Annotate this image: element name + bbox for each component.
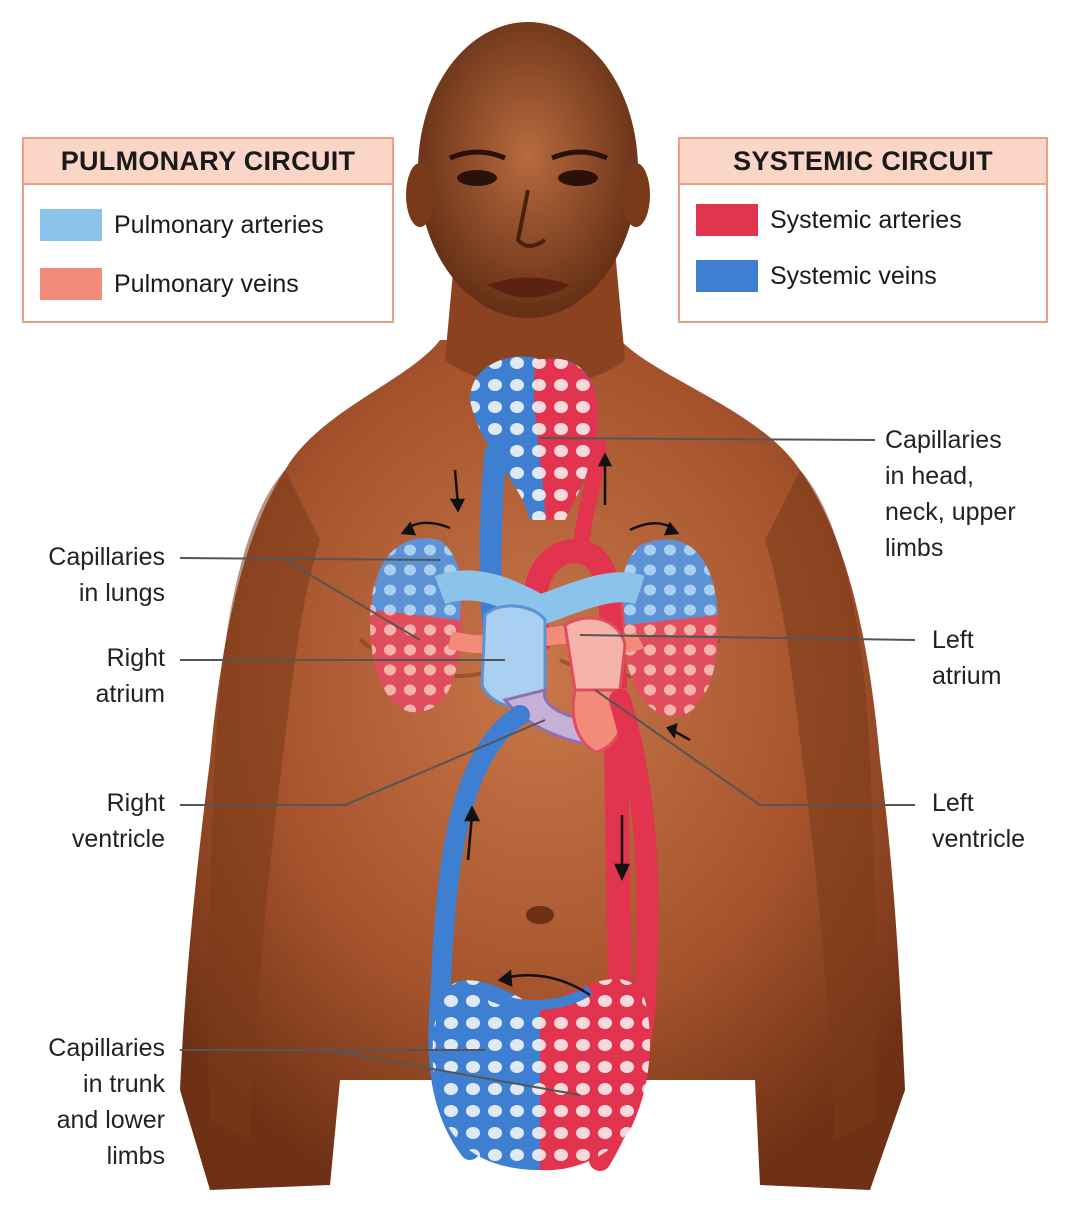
pulmonary-arteries-row: Pulmonary arteries <box>40 208 324 242</box>
label-right-ventricle-line2: ventricle <box>71 825 165 853</box>
right-ear <box>622 163 650 227</box>
mouth <box>488 277 570 298</box>
leader-lines <box>179 437 916 1096</box>
label-right-atrium: Right atrium <box>96 640 165 712</box>
pulmonary-arteries-swatch <box>40 209 102 241</box>
label-capillaries-lungs-line2: in lungs <box>78 579 165 607</box>
label-right-atrium-line2: atrium <box>95 680 165 708</box>
arrow-head-up-tip <box>597 452 613 467</box>
label-right-ventricle: Right ventricle <box>72 785 165 857</box>
systemic-veins-row: Systemic veins <box>696 259 937 293</box>
systemic-veins-swatch <box>696 260 758 292</box>
leader-left-ventricle <box>594 689 915 806</box>
pulmonary-legend-title: PULMONARY CIRCUIT <box>24 139 392 185</box>
left-ear <box>406 163 434 227</box>
torso <box>180 340 905 1190</box>
abdominal-loop <box>477 985 593 1010</box>
arrow-lung-right-tip <box>664 521 680 536</box>
label-left-ventricle: Left ventricle <box>932 785 1025 857</box>
nose <box>515 189 547 248</box>
systemic-veins-label: Systemic veins <box>770 261 937 290</box>
label-capillaries-trunk: Capillaries in trunk and lower limbs <box>48 1030 165 1174</box>
label-right-ventricle-line1: Right <box>106 789 165 817</box>
right-eye <box>558 170 598 186</box>
arrow-lung-left-tip <box>400 521 416 536</box>
flow-arrows <box>400 452 691 997</box>
leader-left-atrium <box>579 634 916 641</box>
ascending-artery <box>572 439 607 556</box>
label-left-atrium-line2: atrium <box>932 662 1002 690</box>
label-capillaries-lungs-line1: Capillaries <box>48 543 165 571</box>
arrow-bottom-loop-tip <box>497 969 513 988</box>
trunk-capillary-bed-venous <box>432 980 540 1170</box>
pulmonary-artery-trunk <box>434 570 645 627</box>
right-eyebrow <box>551 149 609 161</box>
leader-right-ventricle <box>180 719 546 806</box>
label-left-atrium-line1: Left <box>932 626 974 654</box>
left-eyebrow <box>449 149 507 161</box>
label-capillaries-trunk-line3: and lower <box>56 1106 165 1134</box>
label-left-ventricle-line2: ventricle <box>932 825 1026 853</box>
pulmonary-veins-swatch <box>40 268 102 300</box>
systemic-arteries-swatch <box>696 204 758 236</box>
label-capillaries-trunk-line2: in trunk <box>83 1070 165 1098</box>
head <box>418 22 638 318</box>
arrow-aorta-down-tip <box>614 863 630 881</box>
left-lung-arterial <box>622 539 718 625</box>
arrow-lung-return-tip <box>665 723 678 740</box>
label-left-atrium: Left atrium <box>932 622 1001 694</box>
navel <box>526 906 554 924</box>
label-capillaries-trunk-line1: Capillaries <box>48 1034 165 1062</box>
systemic-arteries-row: Systemic arteries <box>696 203 962 237</box>
right-lung-arterial <box>372 538 462 620</box>
leader-lungs <box>179 557 441 641</box>
leader-trunk <box>180 1049 581 1096</box>
pulmonary-arteries-label: Pulmonary arteries <box>114 210 324 239</box>
label-left-ventricle-line1: Left <box>932 789 974 817</box>
label-capillaries-head-line4: limbs <box>885 534 944 562</box>
label-capillaries-head-line3: neck, upper <box>885 498 1016 526</box>
head-capillary-bed-arterial <box>533 358 599 520</box>
arrow-ivc-up-tip <box>463 805 481 822</box>
label-capillaries-head-line2: in head, <box>885 462 974 490</box>
arrow-head-down-tip <box>449 498 466 513</box>
label-right-atrium-line1: Right <box>106 644 165 672</box>
systemic-arteries-label: Systemic arteries <box>770 205 962 234</box>
label-capillaries-head: Capillaries in head, neck, upper limbs <box>885 422 1016 566</box>
arrow-bottom-loop <box>504 973 591 997</box>
arrow-ivc-up <box>466 814 474 861</box>
pulmonary-veins-label: Pulmonary veins <box>114 269 299 298</box>
label-capillaries-lungs: Capillaries in lungs <box>48 539 165 611</box>
leader-head <box>539 437 876 441</box>
label-capillaries-head-line1: Capillaries <box>885 426 1002 454</box>
trunk-capillary-bed-arterial <box>540 978 650 1171</box>
label-capillaries-trunk-line4: limbs <box>106 1142 165 1170</box>
pulmonary-legend: PULMONARY CIRCUIT Pulmonary arteries Pul… <box>22 137 394 323</box>
systemic-legend: SYSTEMIC CIRCUIT Systemic arteries Syste… <box>678 137 1048 323</box>
systemic-legend-title: SYSTEMIC CIRCUIT <box>680 139 1046 185</box>
pulmonary-veins-row: Pulmonary veins <box>40 267 299 301</box>
left-atrium-shape <box>563 616 627 692</box>
left-eye <box>457 170 497 186</box>
